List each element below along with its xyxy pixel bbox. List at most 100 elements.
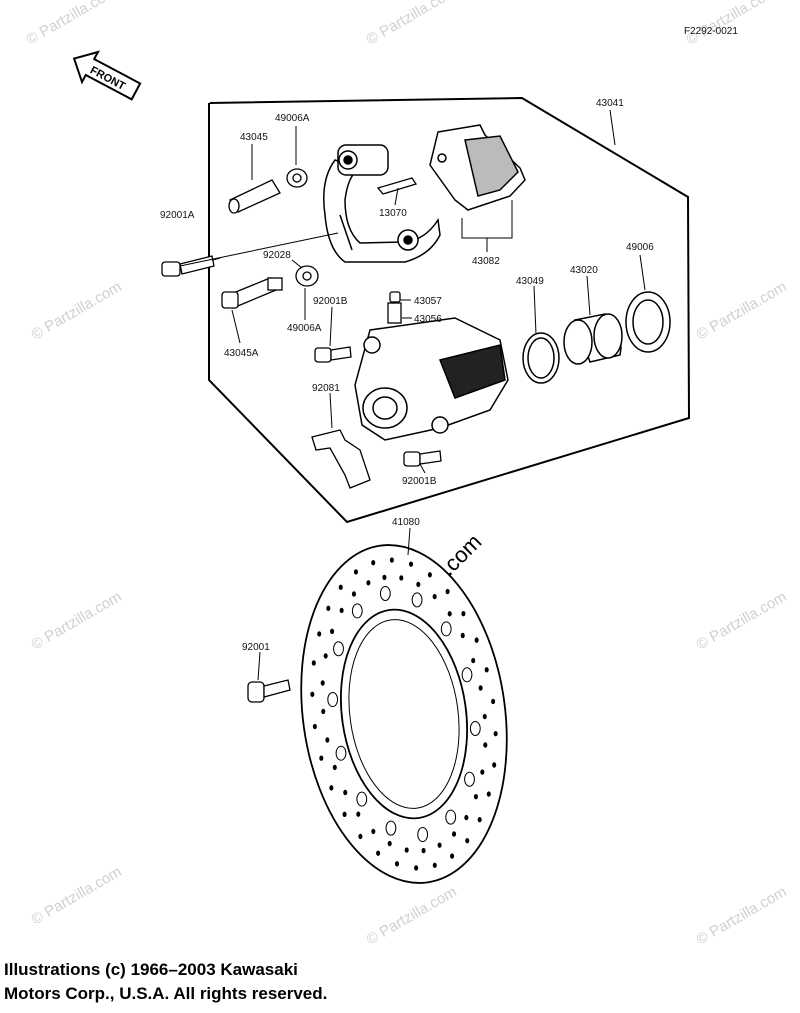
disc-hole bbox=[427, 572, 432, 578]
disc-hole bbox=[317, 631, 322, 637]
part-label-43049: 43049 bbox=[516, 276, 544, 287]
disc-hole bbox=[394, 861, 400, 867]
disc-hole bbox=[327, 692, 339, 708]
part-label-92001b-bottom: 92001B bbox=[402, 476, 437, 487]
disc-hole bbox=[464, 771, 475, 787]
disc-hole bbox=[461, 610, 466, 617]
disc-hole bbox=[440, 621, 452, 637]
watermark: © Partzilla.com bbox=[364, 883, 460, 948]
copyright-notice: Illustrations (c) 1966–2003 Kawasaki Mot… bbox=[4, 958, 327, 1006]
disc-hole bbox=[432, 862, 437, 869]
disc-hole bbox=[411, 592, 423, 608]
leader-line bbox=[179, 232, 339, 267]
disc-hole bbox=[486, 791, 491, 797]
watermark: © Partzilla.com bbox=[364, 0, 460, 48]
disc-hole bbox=[491, 698, 496, 705]
disc-hole bbox=[312, 723, 317, 730]
watermark: © Partzilla.com bbox=[694, 883, 790, 948]
dust-seal bbox=[625, 291, 671, 353]
part-label-92001a: 92001A bbox=[160, 210, 195, 221]
disc-hole bbox=[351, 603, 363, 619]
disc-hole bbox=[325, 737, 330, 743]
disc-hole bbox=[483, 742, 488, 748]
disc-hole bbox=[478, 685, 483, 691]
disc-hole bbox=[473, 793, 478, 800]
disc-hole bbox=[445, 588, 450, 595]
brake-pads bbox=[429, 124, 526, 211]
disc-hole bbox=[461, 667, 473, 683]
disc-hole bbox=[421, 847, 426, 854]
part-label-41080: 41080 bbox=[392, 517, 420, 528]
part-labels: 43041 49006A 43045 13070 92001A 92028 43… bbox=[160, 98, 654, 653]
watermark: © Partzilla.com bbox=[29, 588, 125, 653]
part-label-43056: 43056 bbox=[414, 314, 442, 325]
disc-hole bbox=[493, 730, 498, 737]
disc-hole bbox=[387, 840, 392, 847]
disc-hole bbox=[376, 850, 381, 856]
disc-hole bbox=[417, 827, 429, 843]
disc-hole bbox=[432, 593, 437, 600]
disc-hole bbox=[414, 865, 419, 871]
disc-hole bbox=[371, 559, 376, 566]
disc-hole bbox=[320, 680, 325, 686]
watermark: © Partzilla.com bbox=[694, 588, 790, 653]
watermark: © Partzilla.com bbox=[29, 278, 125, 343]
disc-hole bbox=[356, 791, 368, 807]
disc-hole bbox=[343, 789, 348, 796]
part-label-92001b-top: 92001B bbox=[313, 296, 348, 307]
disc-hole bbox=[321, 708, 326, 715]
disc-hole bbox=[385, 820, 397, 836]
disc-hole bbox=[474, 637, 479, 643]
disc-hole bbox=[484, 667, 489, 673]
leader-lines bbox=[231, 109, 646, 681]
caliper-body bbox=[354, 317, 509, 441]
disc-hole bbox=[416, 581, 421, 588]
disc-hole bbox=[445, 809, 457, 825]
disc-hole bbox=[323, 653, 328, 659]
disc-hole bbox=[333, 641, 344, 657]
bleed-valve bbox=[387, 291, 402, 324]
disc-hole bbox=[338, 584, 343, 591]
part-label-92081: 92081 bbox=[312, 383, 340, 394]
disc-hole bbox=[389, 557, 394, 563]
bolt-92001b-top bbox=[314, 346, 352, 363]
part-label-43057: 43057 bbox=[414, 296, 442, 307]
slide-pin-bottom bbox=[221, 277, 283, 309]
disc-hole bbox=[339, 607, 344, 614]
disc-hole bbox=[351, 591, 356, 597]
disc-hole bbox=[311, 660, 316, 666]
disc-hole bbox=[371, 828, 376, 835]
part-label-43020: 43020 bbox=[570, 265, 598, 276]
copyright-line-2: Motors Corp., U.S.A. All rights reserved… bbox=[4, 984, 328, 1003]
brake-disc bbox=[300, 544, 508, 884]
dust-boot-top bbox=[286, 168, 308, 188]
disc-hole bbox=[477, 816, 482, 823]
disc-hole bbox=[330, 628, 335, 635]
disc-hole bbox=[329, 785, 334, 791]
part-label-49006: 49006 bbox=[626, 242, 654, 253]
disc-hole bbox=[356, 811, 361, 817]
disc-hole bbox=[447, 611, 452, 617]
disc-hole bbox=[408, 561, 414, 567]
disc-hole bbox=[379, 585, 391, 601]
disc-hole bbox=[335, 745, 347, 761]
disc-hole bbox=[471, 657, 476, 664]
disc-hole bbox=[404, 847, 409, 853]
disc-hole bbox=[342, 811, 347, 818]
part-label-49006a-top: 49006A bbox=[275, 113, 310, 124]
disc-hole bbox=[460, 632, 465, 639]
part-label-92028: 92028 bbox=[263, 250, 291, 261]
dust-boot-bottom bbox=[295, 265, 319, 287]
part-label-13070: 13070 bbox=[379, 208, 407, 219]
piston-seal bbox=[522, 332, 560, 384]
pad-spring-clip bbox=[376, 177, 418, 195]
bolt-92001b-bottom bbox=[403, 450, 442, 467]
figure-code: F2292-0021 bbox=[684, 26, 738, 37]
copyright-line-1: Illustrations (c) 1966–2003 Kawasaki bbox=[4, 960, 298, 979]
caliper-piston bbox=[563, 313, 623, 365]
disc-hole bbox=[437, 842, 442, 848]
disc-hole bbox=[319, 755, 324, 761]
caliper-assembly-frame bbox=[208, 96, 691, 524]
front-arrow-icon: FRONT bbox=[72, 50, 142, 101]
